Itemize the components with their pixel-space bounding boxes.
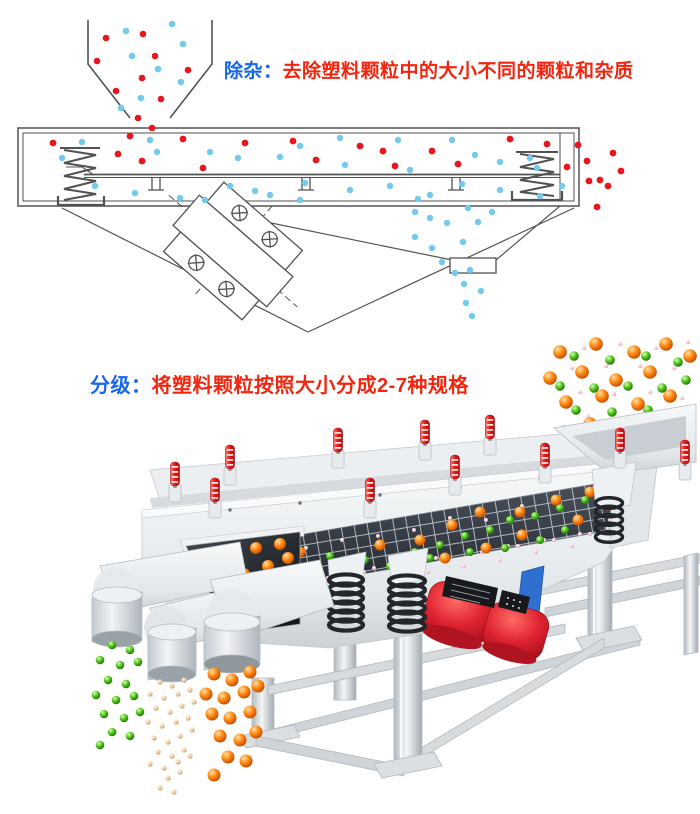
toggle-clamp [678, 439, 692, 481]
inlet-hopper [552, 403, 697, 475]
impurity-removal-diagram [17, 20, 625, 333]
grading-machine [91, 337, 700, 795]
left-spring [56, 147, 106, 207]
right-exit-particles-red [563, 141, 625, 211]
hopper-particles-blue [117, 20, 187, 144]
discharge-spout-1 [91, 541, 249, 648]
toggle-clamp [223, 444, 237, 486]
screen-box [17, 127, 580, 207]
rear-right-post [683, 552, 699, 656]
feed-hopper [87, 20, 213, 119]
toggle-clamp [448, 454, 462, 496]
output-stream-fines [145, 677, 197, 795]
left-base-rail [255, 735, 405, 777]
mesh-grid [226, 478, 630, 598]
grading-caption-body: 将塑料颗粒按照大小分成2-7种规格 [151, 375, 469, 397]
discharge-spouts [91, 541, 335, 683]
name-plates [442, 576, 530, 614]
toggle-clamp [208, 477, 222, 519]
impurity-caption: 除杂：去除塑料颗粒中的大小不同的颗粒和杂质 [224, 56, 634, 83]
oversize-particles-red [49, 132, 551, 172]
toggle-clamps [168, 414, 692, 519]
front-foot [373, 751, 443, 779]
toggle-clamp [331, 427, 345, 469]
above-screen-particles-blue [58, 134, 541, 174]
discharge-funnel [61, 205, 575, 333]
grading-caption-prefix: 分级： [90, 375, 152, 397]
impurity-caption-prefix: 除杂： [224, 61, 283, 82]
lower-right-bar [544, 575, 700, 618]
front-leg [393, 627, 423, 771]
exciter-bolts [187, 204, 279, 298]
inlet-hopper-inner [572, 416, 686, 460]
undersize-particles-blue [91, 179, 566, 204]
output-stream-green [91, 640, 145, 750]
right-spring [510, 151, 564, 202]
back-rail [150, 450, 652, 508]
mesh-supports [148, 178, 464, 191]
toggle-clamp [418, 419, 432, 461]
machine-frame [239, 544, 700, 779]
toggle-clamp [613, 427, 627, 469]
toggle-clamp [168, 461, 182, 503]
vibration-motor-right [482, 601, 550, 664]
inlet-balls-orange [543, 337, 697, 431]
hopper-particles-red [93, 30, 192, 132]
output-stream-orange [199, 665, 265, 782]
support-spring-center [386, 573, 428, 634]
grading-caption: 分级：将塑料颗粒按照大小分成2-7种规格 [90, 369, 469, 398]
toggle-clamp [538, 442, 552, 484]
toggle-clamp [363, 477, 377, 519]
support-spring-left [326, 572, 366, 633]
vibration-exciter [162, 181, 304, 321]
toggle-clamp [483, 414, 497, 456]
screen-mesh-line [66, 166, 560, 179]
support-spring-right [593, 495, 625, 545]
funnel-particles-blue [411, 204, 496, 320]
impurity-caption-body: 去除塑料颗粒中的大小不同的颗粒和杂质 [282, 61, 634, 82]
